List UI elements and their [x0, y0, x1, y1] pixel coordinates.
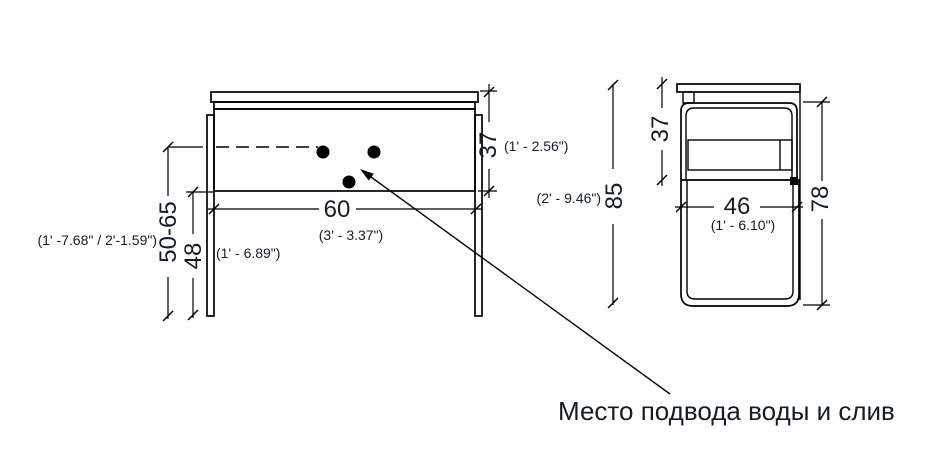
dim-depth: 46 (1' - 6.10") [675, 193, 803, 233]
tick [483, 185, 495, 197]
dim-value: 48 [180, 243, 207, 270]
drain-dot [342, 175, 356, 189]
basin-outer [680, 102, 798, 180]
dim-value: 37 [475, 132, 502, 159]
tick [208, 203, 220, 215]
tick [187, 186, 199, 198]
dim-imperial: (3' - 3.37") [319, 227, 383, 243]
tick [816, 299, 828, 311]
basin-inner [685, 107, 793, 180]
latch-detail [790, 177, 798, 185]
water-supply-dot-left [316, 145, 330, 159]
dim-clearance-height: 48 (1' - 6.89") [180, 186, 280, 321]
dim-supply-height: 50-65 (1' -7.68" / 2'-1.59") [37, 141, 203, 322]
leader-label: Место подвода воды и слив [558, 396, 895, 426]
tick [791, 201, 803, 213]
side-view [676, 83, 801, 307]
dim-imperial: (1' -7.68" / 2'-1.59") [37, 232, 157, 248]
tick [187, 309, 199, 321]
tick [656, 78, 668, 90]
dim-width: 60 (3' - 3.37") [208, 196, 482, 243]
left-leg [206, 114, 215, 317]
dim-apron-height: 37 (1' - 2.56") [475, 84, 568, 198]
leader-annotation: Место подвода воды и слив [360, 169, 895, 426]
dim-value: 50-65 [155, 201, 182, 262]
back-bracket [682, 91, 695, 104]
tick [470, 203, 482, 215]
tick [607, 79, 619, 91]
dim-value: 46 [724, 193, 751, 220]
tick [483, 86, 495, 98]
front-view [206, 91, 483, 317]
dim-imperial: (1' - 2.56") [504, 138, 568, 154]
dim-value: 78 [807, 186, 834, 213]
dim-value: 60 [324, 196, 351, 223]
dim-total-height: 85 (2' - 9.46") [537, 79, 628, 309]
countertop-lower-slab [213, 101, 476, 110]
right-leg [474, 114, 483, 317]
drawer-profile [687, 139, 793, 171]
dim-value: 37 [647, 116, 674, 143]
dim-imperial: (1' - 6.89") [216, 245, 280, 261]
dim-value: 85 [601, 183, 628, 210]
leg-frame-outer [680, 180, 800, 307]
leader-arrowhead [360, 169, 374, 181]
tick [607, 297, 619, 309]
tick [656, 174, 668, 186]
leader-line [370, 176, 671, 395]
dim-imperial: (1' - 6.10") [711, 217, 775, 233]
dim-top-section-height: 37 [647, 77, 674, 186]
countertop-side [676, 83, 801, 93]
tick [162, 141, 174, 153]
tick [816, 96, 828, 108]
leg-frame-inner [686, 180, 794, 300]
tick [162, 310, 174, 322]
dim-imperial: (2' - 9.46") [537, 190, 601, 206]
tick [675, 201, 687, 213]
countertop-top-slab [210, 91, 479, 103]
water-supply-dot-right [367, 145, 381, 159]
dim-frame-height: 78 [803, 96, 834, 311]
